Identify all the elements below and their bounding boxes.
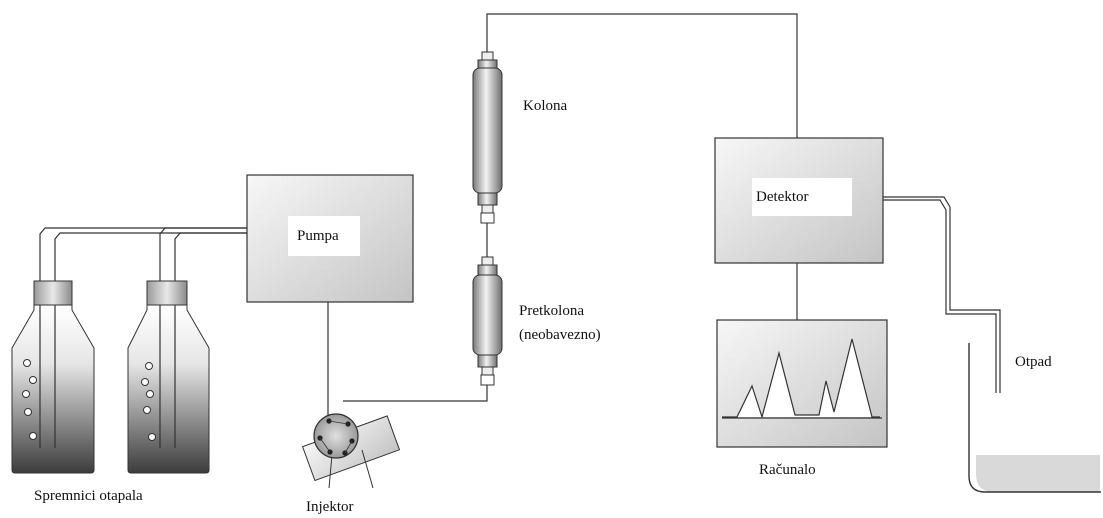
computer xyxy=(716,319,888,448)
pump-label-bg xyxy=(288,216,360,256)
solvent-bottle-2 xyxy=(127,280,210,474)
bottle-body xyxy=(127,304,210,474)
precolumn xyxy=(472,256,503,386)
detector-label-bg xyxy=(752,178,852,216)
bottle-cap xyxy=(33,280,73,306)
column xyxy=(472,51,503,224)
computer-label: Računalo xyxy=(759,462,816,478)
injector-label: Injektor xyxy=(306,499,353,515)
beaker-liquid xyxy=(976,455,1100,492)
precolumn-note: (neobavezno) xyxy=(519,327,601,343)
solvent-bottle-1 xyxy=(11,280,95,474)
pump: Pumpa xyxy=(246,174,414,303)
column-label: Kolona xyxy=(523,98,568,114)
bubbles xyxy=(22,359,37,440)
waste-beaker xyxy=(968,343,1101,493)
chromatogram xyxy=(722,338,880,420)
beaker-outline xyxy=(968,343,1101,493)
injector xyxy=(301,413,401,489)
tube-column-to-detector xyxy=(486,13,798,138)
bubbles xyxy=(141,362,156,441)
containers-label: Spremnici otapala xyxy=(34,488,143,504)
tube-detector-to-waste xyxy=(883,196,1001,393)
waste-label: Otpad xyxy=(1015,354,1052,370)
detector: Detektor xyxy=(714,137,884,264)
tube-detector-to-waste-inner xyxy=(883,199,997,393)
bottle-body xyxy=(11,304,95,474)
bottle-cap xyxy=(146,280,188,306)
detector-label: Detektor xyxy=(756,189,808,205)
precolumn-label: Pretkolona xyxy=(519,303,584,319)
tube-injector-to-precolumn xyxy=(343,385,488,402)
pump-label: Pumpa xyxy=(297,228,339,244)
